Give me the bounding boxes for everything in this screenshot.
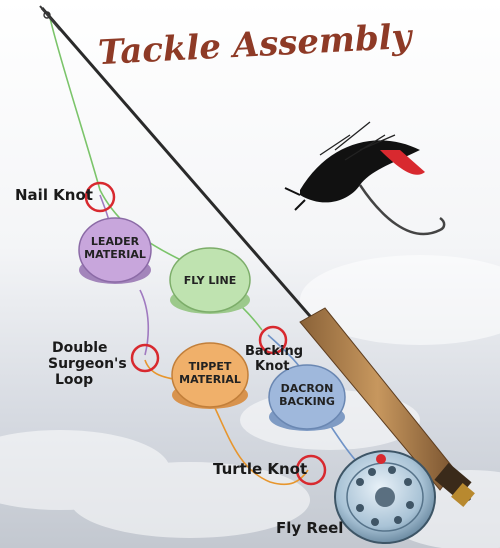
- double-surgeons-loop-label-3: Loop: [55, 372, 93, 388]
- turtle-knot-label: Turtle Knot: [213, 460, 307, 478]
- double-surgeons-loop-label-2: Surgeon's: [48, 356, 127, 372]
- turtle-knot-marker: [295, 454, 327, 486]
- spool-tippet-label-2: MATERIAL: [179, 373, 241, 386]
- nail-knot-marker: [84, 181, 116, 213]
- spool-leader-label-1: LEADER: [91, 235, 140, 248]
- backing-knot-label-1: Backing: [245, 344, 303, 359]
- nail-knot-label: Nail Knot: [15, 186, 93, 204]
- fly-lure-illustration: [284, 121, 446, 236]
- backing-knot-label-2: Knot: [255, 359, 289, 374]
- spool-dacron-label-1: DACRON: [281, 382, 334, 395]
- double-surgeons-loop-label-1: Double: [52, 340, 108, 356]
- spool-tippet-material: TIPPET MATERIAL: [171, 342, 249, 409]
- spool-dacron-backing: DACRON BACKING: [268, 364, 346, 431]
- spool-tippet-label-1: TIPPET: [189, 360, 232, 373]
- spool-leader-label-2: MATERIAL: [84, 248, 146, 261]
- backing-knot-marker: [258, 325, 288, 355]
- fly-rod: [39, 5, 475, 508]
- spool-dacron-label-2: BACKING: [279, 395, 335, 408]
- fly-reel-label: Fly Reel: [276, 519, 343, 537]
- spool-leader-material: LEADER MATERIAL: [78, 217, 152, 284]
- double-surgeons-loop-marker: [130, 343, 160, 373]
- spool-fly-line-label: FLY LINE: [184, 274, 236, 287]
- spool-fly-line: FLY LINE: [169, 247, 251, 314]
- fly-reel: [334, 450, 436, 544]
